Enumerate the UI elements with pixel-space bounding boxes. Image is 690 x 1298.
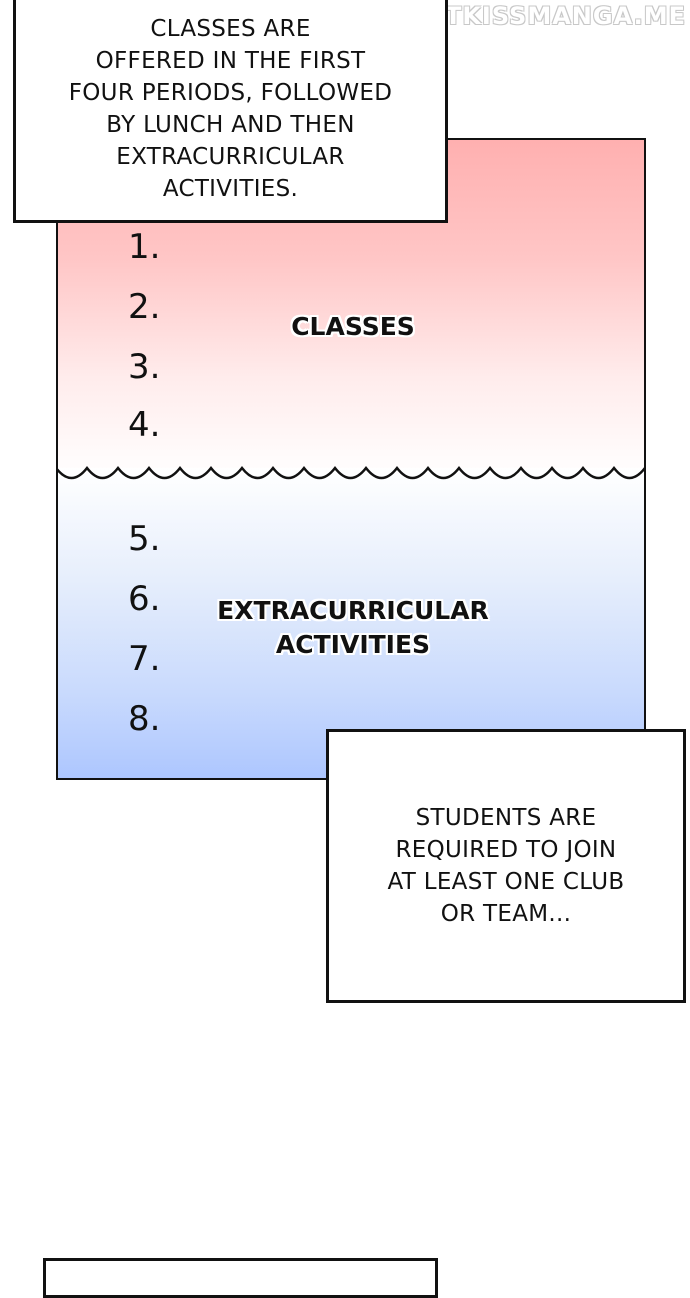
- caption-line: ACTIVITIES.: [162, 175, 299, 202]
- caption-line: STUDENTS ARE: [415, 805, 597, 831]
- caption-box-top: CLASSES ARE OFFERED IN THE FIRST FOUR PE…: [13, 0, 448, 223]
- caption-line: FOUR PERIODS, FOLLOWED: [68, 79, 393, 106]
- period-number-8: 8.: [128, 699, 161, 739]
- extracurricular-label: EXTRACURRICULAR ACTIVITIES: [188, 594, 518, 662]
- period-number-3: 3.: [128, 347, 161, 387]
- extracurricular-label-line: EXTRACURRICULAR: [217, 596, 489, 625]
- caption-line: OFFERED IN THE FIRST: [95, 47, 366, 74]
- caption-line: EXTRACURRICULAR: [116, 143, 345, 170]
- extracurricular-label-line: ACTIVITIES: [275, 630, 431, 659]
- period-number-1: 1.: [128, 227, 161, 267]
- period-number-2: 2.: [128, 287, 161, 327]
- site-watermark: 1STKISSMANGA.ME: [408, 2, 686, 30]
- schedule-panel: 1. 2. 3. 4. 5. 6. 7. 8. CLASSES EXTRACUR…: [56, 138, 646, 780]
- caption-box-right: STUDENTS ARE REQUIRED TO JOIN AT LEAST O…: [326, 729, 686, 1003]
- period-number-5: 5.: [128, 519, 161, 559]
- caption-box-bottom-partial: [43, 1258, 438, 1298]
- caption-line: BY LUNCH AND THEN: [106, 111, 355, 138]
- caption-line: OR TEAM...: [440, 901, 572, 927]
- caption-line: CLASSES ARE: [150, 15, 311, 42]
- caption-line: REQUIRED TO JOIN: [395, 837, 617, 863]
- wave-divider: [58, 465, 644, 480]
- period-number-6: 6.: [128, 579, 161, 619]
- period-number-7: 7.: [128, 639, 161, 679]
- extracurricular-section: [58, 468, 644, 778]
- caption-line: AT LEAST ONE CLUB: [387, 869, 625, 895]
- classes-label: CLASSES: [291, 312, 415, 341]
- period-number-4: 4.: [128, 405, 161, 445]
